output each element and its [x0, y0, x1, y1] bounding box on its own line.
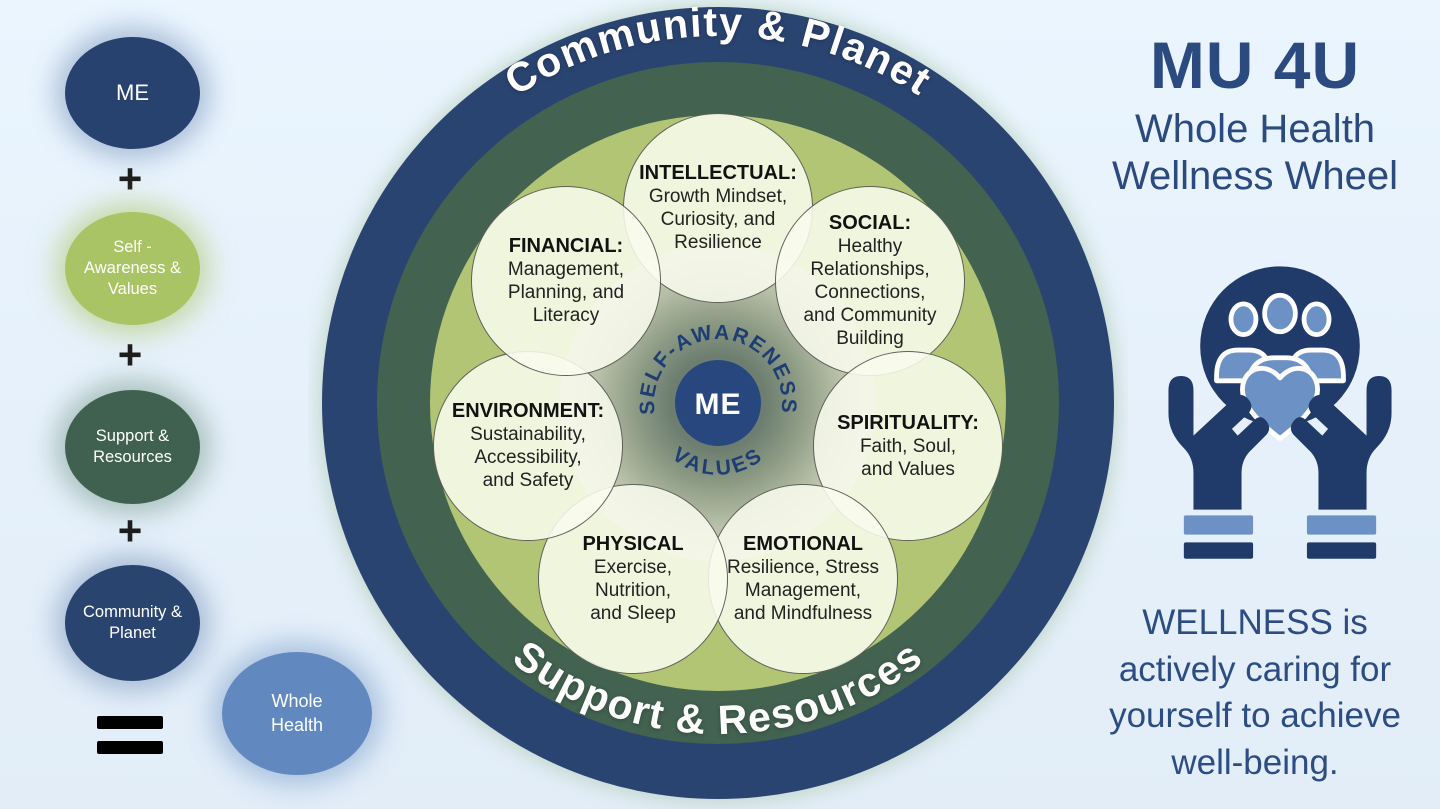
center-me-label: ME	[695, 388, 742, 421]
equation-self-awareness-label: Self - Awareness & Values	[84, 237, 181, 299]
equation-whole-health-circle: Whole Health	[222, 652, 372, 775]
petal-social-title: SOCIAL:	[828, 212, 912, 234]
equation-self-awareness-circle: Self - Awareness & Values	[65, 212, 200, 325]
equation-support-resources-circle: Support & Resources	[65, 390, 200, 504]
equals-sign-bottom-bar	[97, 741, 163, 754]
equation-community-planet-circle: Community & Planet	[65, 565, 200, 681]
equation-me-circle: ME	[65, 37, 200, 149]
petal-physical-title: PHYSICAL	[582, 533, 684, 555]
equation-whole-health-label: Whole Health	[270, 691, 324, 735]
wellness-caption: WELLNESS is actively caring for yourself…	[1109, 603, 1401, 782]
page-title: MU 4U	[1149, 28, 1361, 102]
petal-environment: ENVIRONMENT: Sustainability, Accessibili…	[433, 351, 623, 541]
petal-intellectual-title: INTELLECTUAL:	[639, 162, 797, 184]
petal-environment-title: ENVIRONMENT:	[451, 400, 605, 422]
center-me-circle	[675, 360, 761, 446]
equation-me-label: ME	[116, 79, 149, 105]
page-subtitle: Whole Health Wellness Wheel	[1111, 107, 1399, 198]
hands-holding-community-heart-icon	[1168, 266, 1392, 559]
equation-support-resources-label: Support & Resources	[93, 426, 172, 466]
petal-financial: FINANCIAL: Management, Planning, and Lit…	[471, 186, 661, 376]
petal-spirituality-title: SPIRITUALITY:	[837, 411, 979, 434]
petal-social: SOCIAL: Healthy Relationships, Connectio…	[775, 186, 965, 376]
equation-community-planet-label: Community & Planet	[82, 602, 183, 642]
petal-financial-title: FINANCIAL:	[508, 235, 624, 257]
plus-sign-2: +	[117, 331, 143, 378]
brand-block: MU 4U Whole Health Wellness Wheel	[1075, 32, 1435, 200]
petal-emotional: EMOTIONAL Resilience, Stress Management,…	[708, 484, 898, 674]
equals-sign-top-bar	[97, 716, 163, 729]
petal-emotional-title: EMOTIONAL	[743, 533, 863, 555]
plus-sign-3: +	[117, 507, 143, 554]
plus-sign-1: +	[117, 155, 143, 202]
